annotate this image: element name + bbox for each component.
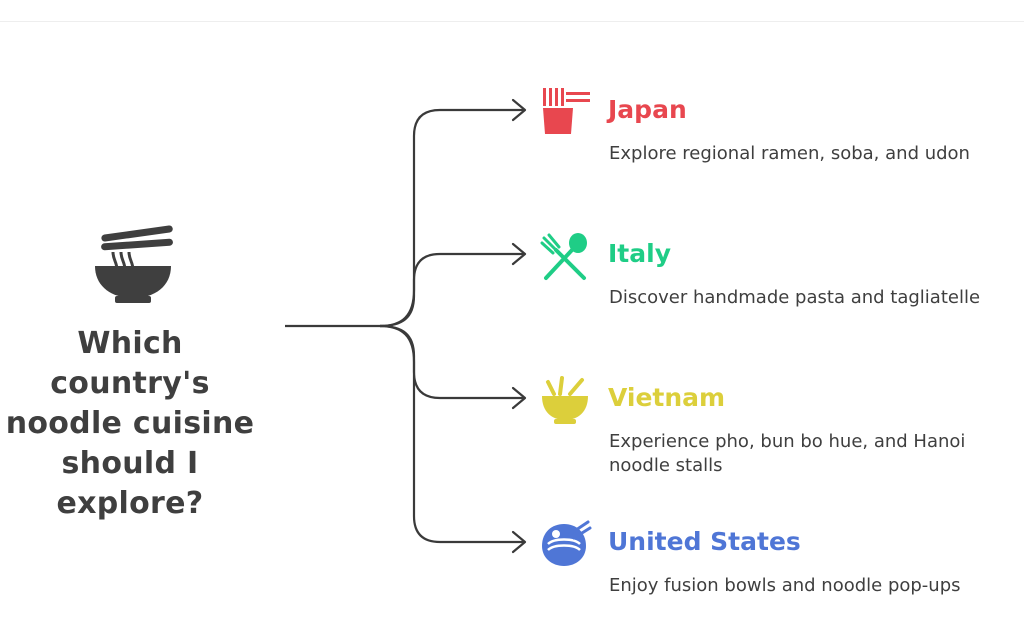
fusion-bowl-icon	[542, 520, 592, 566]
fork-spoon-icon	[540, 233, 587, 280]
question-line: country's	[50, 366, 210, 401]
noodle-bowl-chopsticks-icon	[95, 225, 173, 303]
arrowhead-vietnam	[511, 386, 527, 410]
central-question: Which country's noodle cuisine should I …	[0, 324, 260, 524]
branch-description: Discover handmade pasta and tagliatelle	[609, 287, 981, 308]
connector-vietnam	[379, 324, 524, 400]
noodle-bowl-icon	[542, 376, 588, 424]
branch-title: United States	[608, 527, 801, 556]
arrowhead-japan	[511, 98, 527, 122]
branch-title: Italy	[608, 239, 671, 268]
arrowhead-italy	[511, 242, 527, 266]
question-line: noodle cuisine	[5, 406, 255, 441]
branch-description: Experience pho, bun bo hue, and Hanoi no…	[609, 431, 966, 476]
noodle-cup-icon	[543, 88, 590, 134]
question-line: Which	[77, 326, 183, 361]
branch-description: Enjoy fusion bowls and noodle pop-ups	[609, 575, 961, 596]
connector-usa	[379, 324, 524, 544]
connector-japan	[379, 108, 524, 328]
branch-title: Vietnam	[608, 383, 726, 412]
branch-title: Japan	[608, 95, 687, 124]
top-divider	[0, 21, 1024, 22]
question-line: should I	[61, 446, 199, 481]
branch-description: Explore regional ramen, soba, and udon	[609, 143, 970, 164]
question-line: explore?	[56, 486, 204, 521]
connector-italy	[379, 252, 524, 328]
arrowhead-usa	[511, 530, 527, 554]
